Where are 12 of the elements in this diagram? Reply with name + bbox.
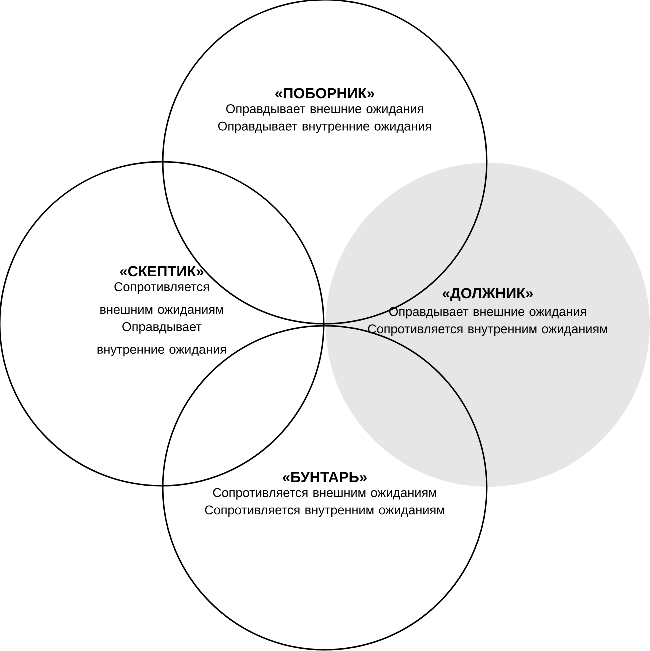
heading: «СКЕПТИК» — [120, 266, 204, 277]
description: Оправдывает внешние ожидания — [226, 104, 424, 116]
description: Сопротивляется внешним ожиданиям — [100, 282, 224, 317]
description: Сопротивляется внутренним ожиданиям — [205, 506, 444, 518]
heading: «ПОБОРНИК» — [276, 88, 374, 99]
description: Сопротивляется внутренним ожиданиям — [368, 324, 608, 336]
heading: «ДОЛЖНИК» — [442, 288, 534, 302]
description: Оправдывает внешние ожидания — [389, 307, 586, 319]
description: Оправдывает внутренние ожидания — [98, 322, 226, 357]
heading: «БУНТАРЬ» — [283, 472, 367, 482]
description: Оправдывает внутренние ожидания — [218, 122, 432, 134]
description: Сопротивляется внешним ожиданиям — [213, 488, 436, 500]
